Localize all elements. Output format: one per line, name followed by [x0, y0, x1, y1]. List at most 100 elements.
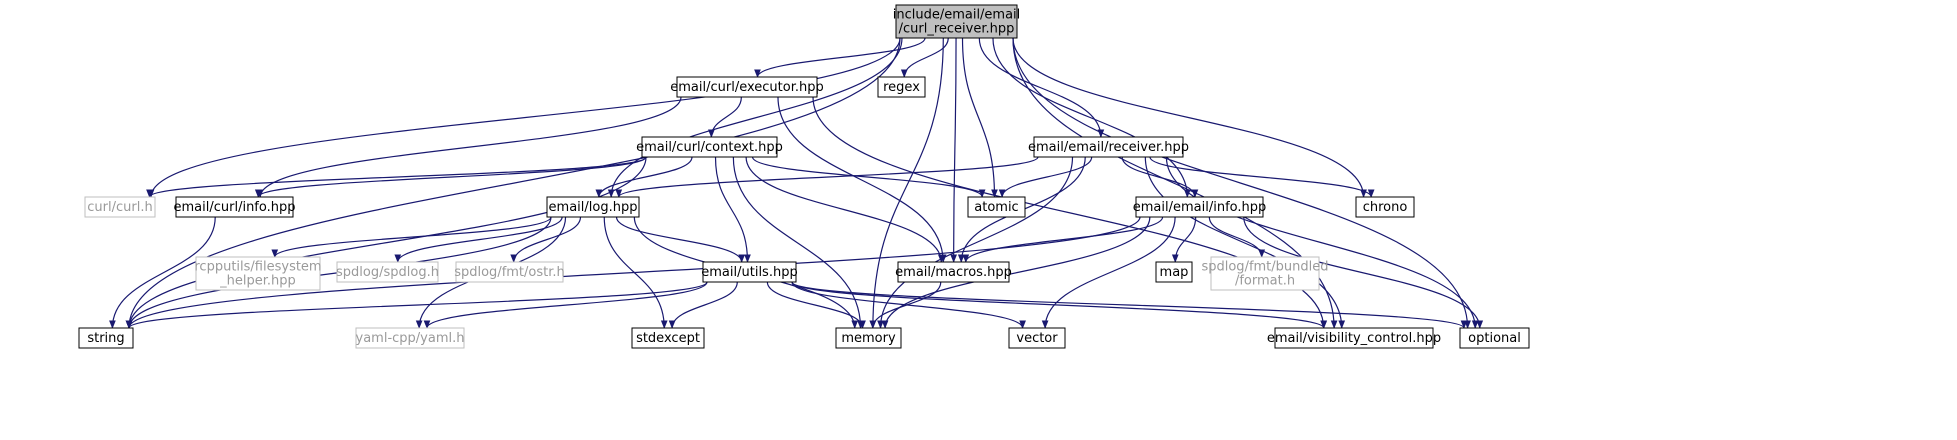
- node-string[interactable]: string: [78, 327, 134, 349]
- edge-root-to-chrono: [1012, 37, 1367, 198]
- edge-curl_info-to-string: [109, 216, 216, 329]
- node-receiver[interactable]: email/email/receiver.hpp: [1028, 136, 1189, 158]
- node-label: email/email/info.hpp: [1133, 200, 1267, 215]
- edge-utils-to-string: [125, 281, 708, 329]
- edge-receiver-to-visibility: [1144, 156, 1346, 329]
- node-box: [1008, 327, 1066, 349]
- edge-root-to-regex: [900, 37, 949, 78]
- node-box: [702, 261, 797, 283]
- edge-utils-to-yaml: [423, 281, 708, 329]
- node-label: curl/curl.h: [87, 200, 152, 215]
- node-rcpputils[interactable]: rcpputils/filesystem_helper.hpp: [194, 256, 322, 291]
- node-label: map: [1160, 265, 1189, 280]
- node-label: optional: [1468, 331, 1521, 346]
- node-optional[interactable]: optional: [1459, 327, 1530, 349]
- edge-email_info-to-macros: [962, 216, 1164, 263]
- node-label: regex: [883, 80, 920, 95]
- edge-log-to-ostr: [510, 216, 582, 263]
- node-box: [641, 136, 778, 158]
- edge-executor-to-context: [708, 96, 742, 138]
- node-label: email/curl/info.hpp: [174, 200, 296, 215]
- edge-receiver-to-email_info: [1121, 156, 1199, 198]
- edge-log-to-spdlog: [394, 216, 563, 263]
- node-label: memory: [841, 331, 896, 346]
- node-chrono[interactable]: chrono: [1355, 196, 1415, 218]
- edge-email_info-to-string: [125, 216, 1141, 329]
- edge-context-to-utils: [714, 156, 751, 263]
- node-label: stdexcept: [636, 331, 700, 346]
- node-label: /curl_receiver.hpp: [899, 22, 1015, 37]
- edge-utils-to-stdexcept: [668, 281, 738, 329]
- node-executor[interactable]: email/curl/executor.hpp: [670, 76, 824, 98]
- edge-context-to-string: [125, 156, 647, 329]
- node-label: email/curl/executor.hpp: [670, 80, 823, 95]
- node-regex[interactable]: regex: [877, 76, 926, 98]
- node-box: [967, 196, 1026, 218]
- node-label: email/visibility_control.hpp: [1267, 331, 1441, 346]
- edge-context-to-macros: [745, 156, 945, 263]
- node-label: spdlog/fmt/ostr.h: [454, 265, 565, 280]
- edge-executor-to-macros: [777, 96, 947, 263]
- edge-email_info-to-optional: [1243, 216, 1484, 329]
- node-atomic[interactable]: atomic: [967, 196, 1026, 218]
- node-bundled[interactable]: spdlog/fmt/bundled/format.h: [1201, 256, 1329, 291]
- edge-receiver-to-log: [615, 156, 1039, 198]
- node-box: [1135, 196, 1264, 218]
- node-log[interactable]: email/log.hpp: [546, 196, 640, 218]
- node-label: _helper.hpp: [219, 274, 296, 289]
- node-label: include/email/email: [893, 8, 1021, 23]
- node-email-info[interactable]: email/email/info.hpp: [1133, 196, 1267, 218]
- node-context[interactable]: email/curl/context.hpp: [636, 136, 783, 158]
- node-box: [336, 261, 439, 283]
- node-label: email/curl/context.hpp: [636, 140, 783, 155]
- node-curl-info[interactable]: email/curl/info.hpp: [174, 196, 296, 218]
- edge-root-to-log: [607, 37, 903, 198]
- node-box: [835, 327, 902, 349]
- edge-root-to-optional: [1012, 37, 1471, 329]
- edge-context-to-memory: [732, 156, 864, 329]
- edge-log-to-utils: [615, 216, 745, 263]
- node-ostr[interactable]: spdlog/fmt/ostr.h: [454, 261, 565, 283]
- edge-root-to-atomic: [961, 37, 998, 198]
- node-map[interactable]: map: [1155, 261, 1193, 283]
- node-label: /format.h: [1235, 274, 1295, 289]
- node-vector[interactable]: vector: [1008, 327, 1066, 349]
- edge-executor-to-curl_info: [256, 96, 682, 198]
- node-label: string: [87, 331, 124, 346]
- node-curl-h[interactable]: curl/curl.h: [84, 196, 156, 218]
- node-box: [1355, 196, 1415, 218]
- node-box: [546, 196, 640, 218]
- node-root[interactable]: include/email/email/curl_receiver.hpp: [893, 4, 1021, 39]
- edge-receiver-to-chrono: [1149, 156, 1375, 198]
- edge-utils-to-visibility: [791, 281, 1327, 329]
- node-stdexcept[interactable]: stdexcept: [631, 327, 705, 349]
- edge-utils-to-optional: [791, 281, 1468, 329]
- edge-root-to-executor: [754, 37, 926, 78]
- node-box: [895, 4, 1018, 39]
- edge-context-to-curl_info: [255, 156, 647, 198]
- node-utils[interactable]: email/utils.hpp: [701, 261, 798, 283]
- edge-root-to-email_info: [992, 37, 1191, 198]
- edge-email_info-to-vector: [1041, 216, 1176, 329]
- node-box: [1033, 136, 1184, 158]
- node-visibility[interactable]: email/visibility_control.hpp: [1267, 327, 1441, 349]
- node-box: [195, 256, 321, 291]
- node-label: atomic: [974, 200, 1018, 215]
- edge-context-to-log: [595, 156, 693, 198]
- node-box: [455, 261, 564, 283]
- node-memory[interactable]: memory: [835, 327, 902, 349]
- node-label: rcpputils/filesystem: [194, 260, 321, 275]
- node-macros[interactable]: email/macros.hpp: [895, 261, 1012, 283]
- edge-context-to-curl_h: [146, 156, 647, 198]
- node-box: [897, 261, 1010, 283]
- node-yaml[interactable]: yaml-cpp/yaml.h: [355, 327, 465, 349]
- edge-email_info-to-bundled: [1208, 216, 1266, 258]
- edge-email_info-to-map: [1171, 216, 1197, 263]
- edge-root-to-string: [125, 37, 901, 329]
- edge-receiver-to-optional: [1165, 156, 1479, 329]
- node-label: spdlog/fmt/bundled: [1201, 260, 1328, 275]
- node-box: [355, 327, 465, 349]
- node-spdlog[interactable]: spdlog/spdlog.h: [336, 261, 439, 283]
- edge-root-to-curl_h: [147, 37, 901, 198]
- node-box: [676, 76, 818, 98]
